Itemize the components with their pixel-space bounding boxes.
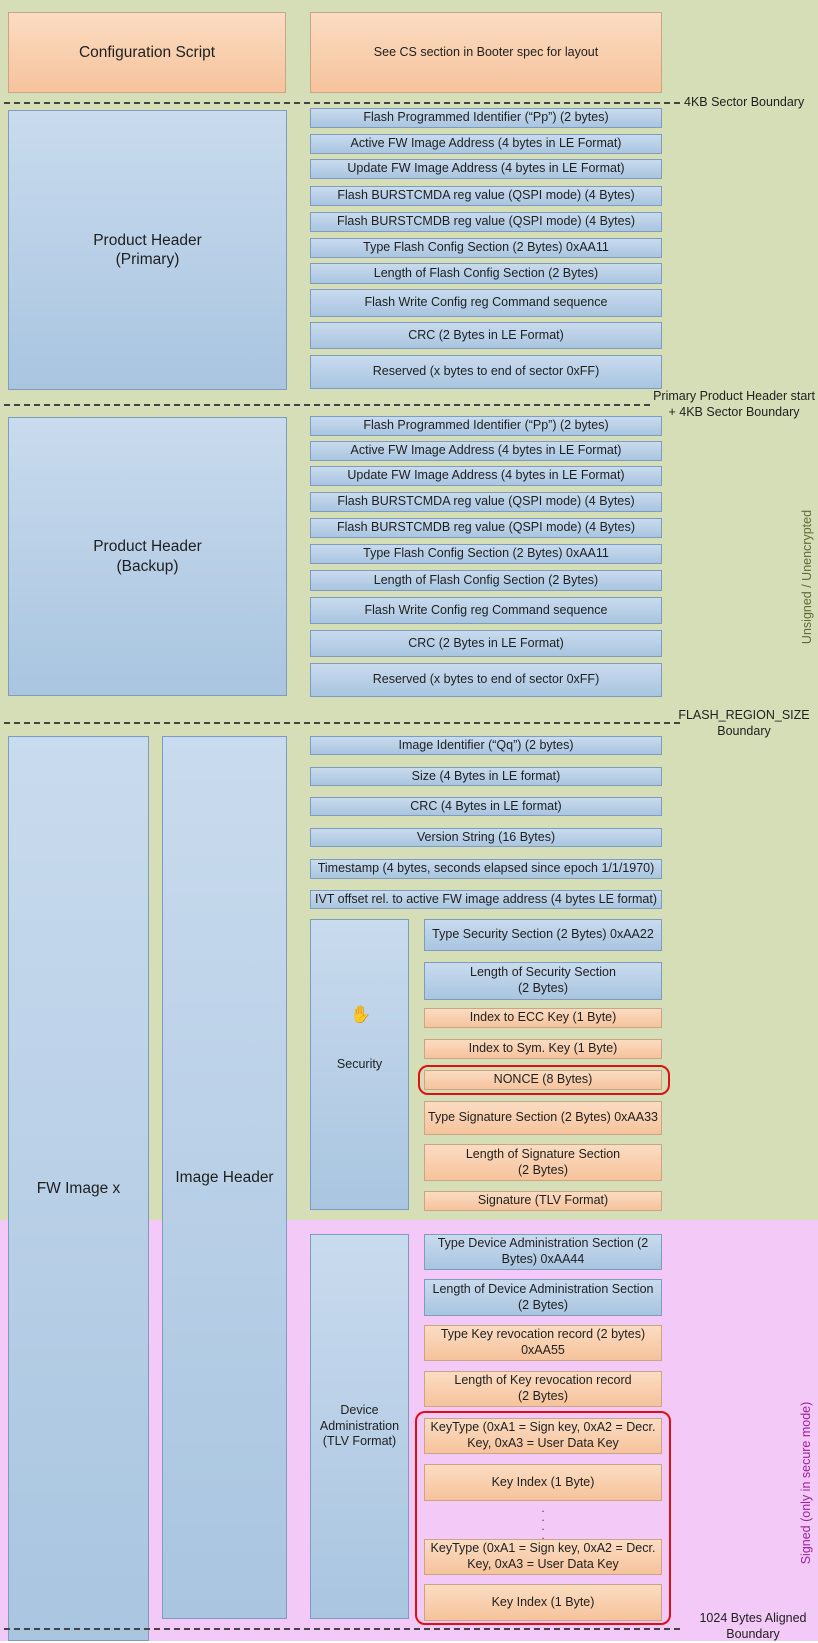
product-header-backup: Product Header (Backup) xyxy=(8,417,287,696)
device-admin-field: Type Key revocation record (2 bytes) 0xA… xyxy=(424,1325,662,1361)
image-header-field: Size (4 Bytes in LE format) xyxy=(310,767,662,786)
primary-start-boundary-line xyxy=(4,404,650,406)
product-header-primary: Product Header (Primary) xyxy=(8,110,287,390)
key-index-field: Key Index (1 Byte) xyxy=(424,1584,662,1621)
nonce-highlight xyxy=(418,1065,670,1095)
fw-image-block: FW Image x xyxy=(8,736,149,1641)
device-admin-field: Type Device Administration Section (2 By… xyxy=(424,1234,662,1270)
primary-field: Reserved (x bytes to end of sector 0xFF) xyxy=(310,355,662,389)
image-header-block: Image Header xyxy=(162,736,287,1619)
configuration-script-note: See CS section in Booter spec for layout xyxy=(310,12,662,93)
primary-start-line2: + 4KB Sector Boundary xyxy=(668,405,800,420)
image-header-field: CRC (4 Bytes in LE format) xyxy=(310,797,662,816)
nonce-field: NONCE (8 Bytes) xyxy=(424,1070,662,1090)
hand-cursor-icon: ✋ xyxy=(350,1005,372,1024)
primary-field: Flash BURSTCMDB reg value (QSPI mode) (4… xyxy=(310,212,662,232)
image-header-field: Version String (16 Bytes) xyxy=(310,828,662,847)
sector-boundary-label: 4KB Sector Boundary xyxy=(684,95,805,109)
primary-start-boundary-label: Primary Product Header start + 4KB Secto… xyxy=(652,388,816,421)
backup-field: CRC (2 Bytes in LE Format) xyxy=(310,630,662,657)
configuration-script-block: Configuration Script xyxy=(8,12,286,93)
flash-region-boundary-label: FLASH_REGION_SIZE Boundary xyxy=(672,707,816,740)
security-field: Index to Sym. Key (1 Byte) xyxy=(424,1039,662,1059)
aligned-boundary-line xyxy=(4,1628,680,1630)
device-administration-block: Device Administration (TLV Format) xyxy=(310,1234,409,1619)
backup-field: Active FW Image Address (4 bytes in LE F… xyxy=(310,441,662,461)
key-type-field: KeyType (0xA1 = Sign key, 0xA2 = Decr. K… xyxy=(424,1539,662,1575)
security-field: Type Signature Section (2 Bytes) 0xAA33 xyxy=(424,1101,662,1135)
aligned-boundary-label: 1024 Bytes Aligned Boundary xyxy=(690,1610,816,1643)
security-field: Length of Signature Section (2 Bytes) xyxy=(424,1144,662,1181)
aligned-line2: Boundary xyxy=(726,1627,780,1642)
image-header-field: Timestamp (4 bytes, seconds elapsed sinc… xyxy=(310,859,662,879)
key-index-field: Key Index (1 Byte) xyxy=(424,1464,662,1501)
primary-field: Active FW Image Address (4 bytes in LE F… xyxy=(310,134,662,154)
aligned-line1: 1024 Bytes Aligned xyxy=(699,1611,807,1625)
flash-region-boundary-line xyxy=(4,722,680,724)
primary-field: Flash Programmed Identifier (“Pp”) (2 by… xyxy=(310,108,662,128)
backup-field: Reserved (x bytes to end of sector 0xFF) xyxy=(310,663,662,697)
device-admin-field: Length of Device Administration Section … xyxy=(424,1279,662,1316)
primary-field: Flash BURSTCMDA reg value (QSPI mode) (4… xyxy=(310,186,662,206)
security-field: Length of Security Section (2 Bytes) xyxy=(424,962,662,1000)
primary-field: Flash Write Config reg Command sequence xyxy=(310,289,662,317)
product-header-primary-subtitle: (Primary) xyxy=(115,251,180,268)
key-revocation-highlight xyxy=(415,1411,671,1625)
unsigned-unencrypted-label: Unsigned / Unencrypted xyxy=(800,509,814,645)
primary-field: Update FW Image Address (4 bytes in LE F… xyxy=(310,159,662,179)
primary-field: Type Flash Config Section (2 Bytes) 0xAA… xyxy=(310,238,662,258)
primary-start-line1: Primary Product Header start xyxy=(653,389,815,403)
backup-field: Flash BURSTCMDB reg value (QSPI mode) (4… xyxy=(310,518,662,538)
image-header-field: IVT offset rel. to active FW image addre… xyxy=(310,890,662,909)
backup-field: Type Flash Config Section (2 Bytes) 0xAA… xyxy=(310,544,662,564)
product-header-backup-title: Product Header xyxy=(93,538,202,556)
backup-field: Length of Flash Config Section (2 Bytes) xyxy=(310,570,662,591)
backup-field: Update FW Image Address (4 bytes in LE F… xyxy=(310,466,662,486)
signed-secure-mode-label: Signed (only in secure mode) xyxy=(799,1401,813,1565)
image-header-field: Image Identifier (“Qq”) (2 bytes) xyxy=(310,736,662,755)
security-block: Security xyxy=(310,919,409,1210)
primary-field: Length of Flash Config Section (2 Bytes) xyxy=(310,263,662,284)
key-type-field: KeyType (0xA1 = Sign key, 0xA2 = Decr. K… xyxy=(424,1418,662,1454)
device-admin-field: Length of Key revocation record (2 Bytes… xyxy=(424,1371,662,1407)
flash-region-line2: Boundary xyxy=(717,724,771,739)
sector-boundary-line xyxy=(4,102,680,104)
backup-field: Flash Programmed Identifier (“Pp”) (2 by… xyxy=(310,416,662,436)
security-field: Signature (TLV Format) xyxy=(424,1191,662,1211)
security-field: Index to ECC Key (1 Byte) xyxy=(424,1008,662,1028)
security-field: Type Security Section (2 Bytes) 0xAA22 xyxy=(424,919,662,951)
product-header-backup-subtitle: (Backup) xyxy=(116,557,179,575)
backup-field: Flash BURSTCMDA reg value (QSPI mode) (4… xyxy=(310,492,662,512)
primary-field: CRC (2 Bytes in LE Format) xyxy=(310,322,662,349)
backup-field: Flash Write Config reg Command sequence xyxy=(310,597,662,624)
flash-region-line1: FLASH_REGION_SIZE xyxy=(678,708,810,722)
ellipsis-dots: .... xyxy=(541,1501,545,1542)
product-header-primary-title: Product Header xyxy=(93,231,202,249)
